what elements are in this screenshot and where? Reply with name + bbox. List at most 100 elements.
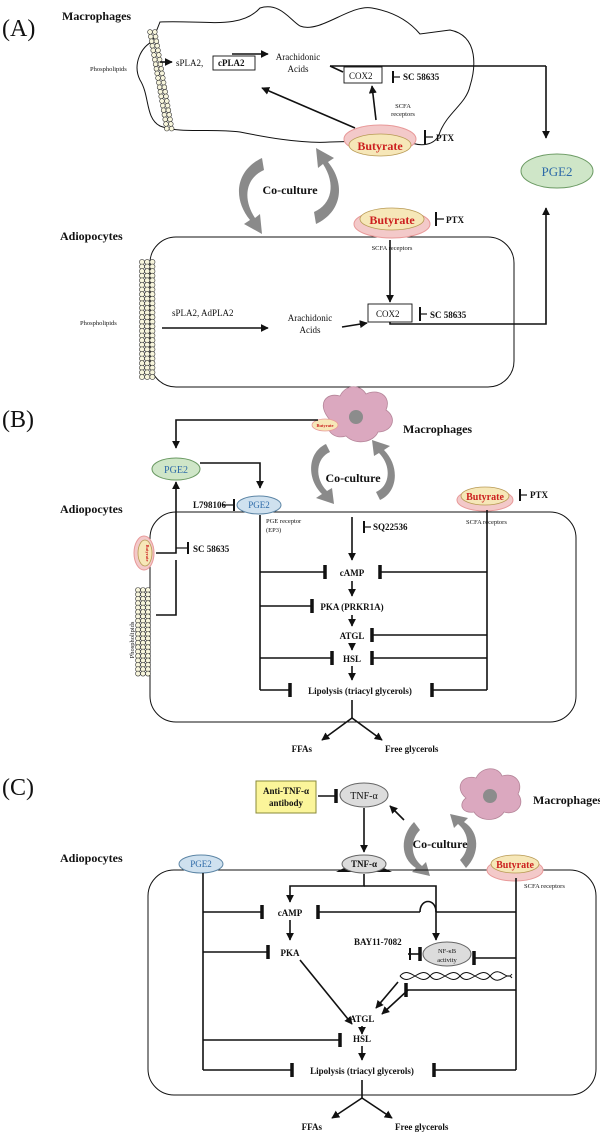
lipid-head [158, 93, 164, 100]
tnf-receptor-c [341, 854, 387, 874]
coculture-arrow-c-left [403, 822, 430, 876]
lipid-head [166, 112, 172, 118]
phospholipids-label-top: Phospholipids [90, 66, 127, 73]
macrophage-nucleus-c [483, 789, 497, 803]
free-glycerols-label-c: Free glycerols [395, 1122, 449, 1132]
coculture-arrow-c-right [450, 814, 477, 868]
adipocytes-label-c: Adiopocytes [60, 851, 123, 865]
phospholipid-bilayer-top [147, 29, 175, 132]
spla2-label: sPLA2, [176, 58, 203, 68]
cox2-box-top [343, 66, 383, 84]
pge2-label-b: PGE2 [164, 465, 188, 476]
lipid-head [144, 374, 151, 380]
butyrate-label-left-b: Butyrate [145, 545, 150, 562]
lipid-head [167, 116, 173, 123]
phospholipid-bilayer-b [135, 587, 151, 677]
hsl-label-c: HSL [353, 1034, 371, 1044]
lipid-head [154, 70, 160, 77]
tnf-receptor-label-c: TNF-α [351, 859, 377, 869]
lipolysis-label-c: Lipolysis (triacyl glycerols) [310, 1066, 414, 1076]
butyrate-mini-b [311, 418, 339, 432]
lipid-head [165, 107, 172, 113]
spla2-adpla2-label: sPLA2, AdPLA2 [172, 308, 234, 318]
cpla2-box [212, 55, 256, 71]
butyrate-label-c: Butyrate [496, 860, 534, 871]
lipid-head [162, 116, 168, 123]
phospholipid-bilayer-bottom [139, 259, 156, 380]
dna-strand-2 [399, 972, 513, 981]
lipid-head [155, 47, 161, 54]
macrophages-label-b: Macrophages [403, 422, 472, 436]
butyrate-label-b: Butyrate [466, 492, 504, 503]
lipid-head [163, 121, 169, 127]
coculture-arrow-b-right [372, 440, 395, 500]
lipid-head [162, 89, 168, 95]
free-glycerols-label-b: Free glycerols [385, 744, 439, 754]
scfa-receptors-top-1: SCFA [395, 103, 411, 110]
pka-label-b: PKA (PRKR1A) [320, 602, 383, 612]
l798106-label: L798106 [193, 500, 227, 510]
cpla2-label: cPLA2 [218, 58, 245, 68]
lipid-head [163, 93, 169, 100]
lipid-head [139, 374, 145, 380]
arachidonic-bottom-1: Arachidonic [288, 313, 332, 323]
tnf-node-top [339, 782, 389, 808]
arachidonic-top-2: Acids [288, 64, 309, 74]
butyrate-label-top: Butyrate [357, 139, 403, 153]
hsl-label-b: HSL [343, 654, 361, 664]
coculture-label-c: Co-culture [412, 837, 468, 851]
adipocytes-label-b: Adiopocytes [60, 502, 123, 516]
butyrate-node-b [460, 486, 510, 506]
anti-tnf-label-1: Anti-TNF-α [263, 786, 309, 796]
sc-label-b: SC 58635 [193, 544, 230, 554]
coculture-arrow-b-left [311, 444, 334, 504]
ffas-label-b: FFAs [292, 744, 313, 754]
cox2-label-top: COX2 [349, 71, 373, 81]
atgl-label-b: ATGL [340, 631, 365, 641]
lipid-head [152, 29, 158, 35]
coculture-arrow-left [238, 158, 264, 234]
panel-c-label: (C) [2, 775, 34, 801]
lipid-head [135, 670, 141, 677]
coculture-label-a: Co-culture [262, 183, 318, 197]
lipid-head [168, 125, 175, 132]
camp-label-b: cAMP [340, 568, 365, 578]
nfkb-node [422, 941, 472, 967]
coculture-label-b: Co-culture [325, 471, 381, 485]
anti-tnf-antibody-box [255, 780, 317, 814]
lipid-head [150, 47, 156, 54]
lipid-head [152, 33, 159, 40]
pge2-node-a [520, 153, 594, 189]
butyrate-mini-label-b: Butyrate [317, 423, 334, 428]
macrophages-label: Macrophages [62, 9, 131, 23]
phospholipids-label-bottom: Phospholipids [80, 320, 117, 327]
lipid-head [164, 102, 171, 109]
lipid-head [158, 66, 164, 72]
pka-label-c: PKA [281, 948, 300, 958]
butyrate-node-bottom [359, 207, 425, 231]
arachidonic-bottom-2: Acids [300, 325, 321, 335]
ptx-label-top: PTX [436, 133, 455, 143]
lipid-head [140, 670, 146, 677]
cox2-label-bottom: COX2 [376, 309, 400, 319]
sq22536-label: SQ22536 [373, 522, 408, 532]
lipid-head [153, 38, 160, 44]
lipid-head [148, 38, 155, 44]
ffas-label-c: FFAs [302, 1122, 323, 1132]
pge2-receptor-label-b: PGE2 [248, 500, 270, 510]
ptx-label-b: PTX [530, 490, 549, 500]
adipocyte-cell-c [147, 869, 597, 1096]
macrophage-nucleus-b [349, 410, 363, 424]
panel-c: (C) Anti-TNF-α antibody TNF-α Macrophage… [2, 768, 600, 1132]
lipid-head [161, 84, 168, 90]
adipocytes-label-a: Adiopocytes [60, 229, 123, 243]
lipid-head [155, 75, 161, 81]
lipid-head [145, 670, 151, 677]
panel-b: (B) Butyrate Macrophages Co-culture PGE2… [2, 386, 577, 754]
butyrate-node-c [490, 854, 540, 874]
lipid-head [147, 29, 153, 35]
arachidonic-top-1: Arachidonic [276, 52, 320, 62]
bay-label: BAY11-7082 [354, 937, 402, 947]
lipid-head [160, 79, 167, 86]
lipid-head [159, 70, 165, 77]
